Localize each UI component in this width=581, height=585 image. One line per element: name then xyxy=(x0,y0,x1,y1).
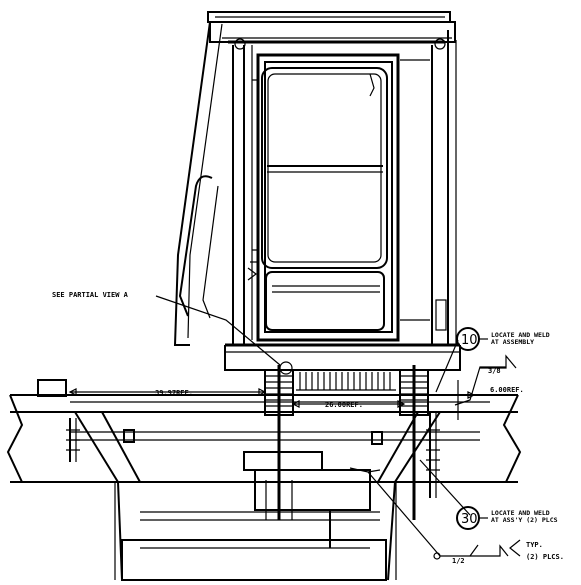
balloon-10-note-line1: LOCATE AND WELD xyxy=(491,331,550,339)
dim-39-97-ref: 39.97REF. xyxy=(155,389,193,397)
plcs-label: (2) PLCS. xyxy=(526,553,564,561)
weld-3-8-label: 3/8 xyxy=(488,367,501,375)
dimension-lines xyxy=(68,380,476,420)
weld-symbol-3-8 xyxy=(480,354,517,369)
typ-label: TYP. xyxy=(526,541,543,549)
pedestal xyxy=(74,411,441,581)
weld-symbol-1-2 xyxy=(470,539,521,557)
balloon-30-note-line1: LOCATE AND WELD xyxy=(491,509,550,517)
isolator-mounts xyxy=(264,365,429,520)
balloon-10 xyxy=(456,327,488,351)
balloon-10-note-line2: AT ASSEMBLY xyxy=(491,338,534,346)
weld-1-2-label: 1/2 xyxy=(452,557,465,565)
main-beam xyxy=(6,379,522,498)
balloon-30-number: 30 xyxy=(461,512,478,527)
balloon-30-note-line2: AT ASS'Y (2) PLCS xyxy=(491,516,558,524)
dim-6-00-ref: 6.00REF. xyxy=(490,386,524,394)
see-partial-view-label: SEE PARTIAL VIEW A xyxy=(52,291,129,299)
balloon-10-number: 10 xyxy=(461,333,478,348)
dim-26-00-ref: 26.00REF. xyxy=(325,401,363,409)
balloon-30 xyxy=(456,506,488,530)
cab-body xyxy=(173,11,461,371)
